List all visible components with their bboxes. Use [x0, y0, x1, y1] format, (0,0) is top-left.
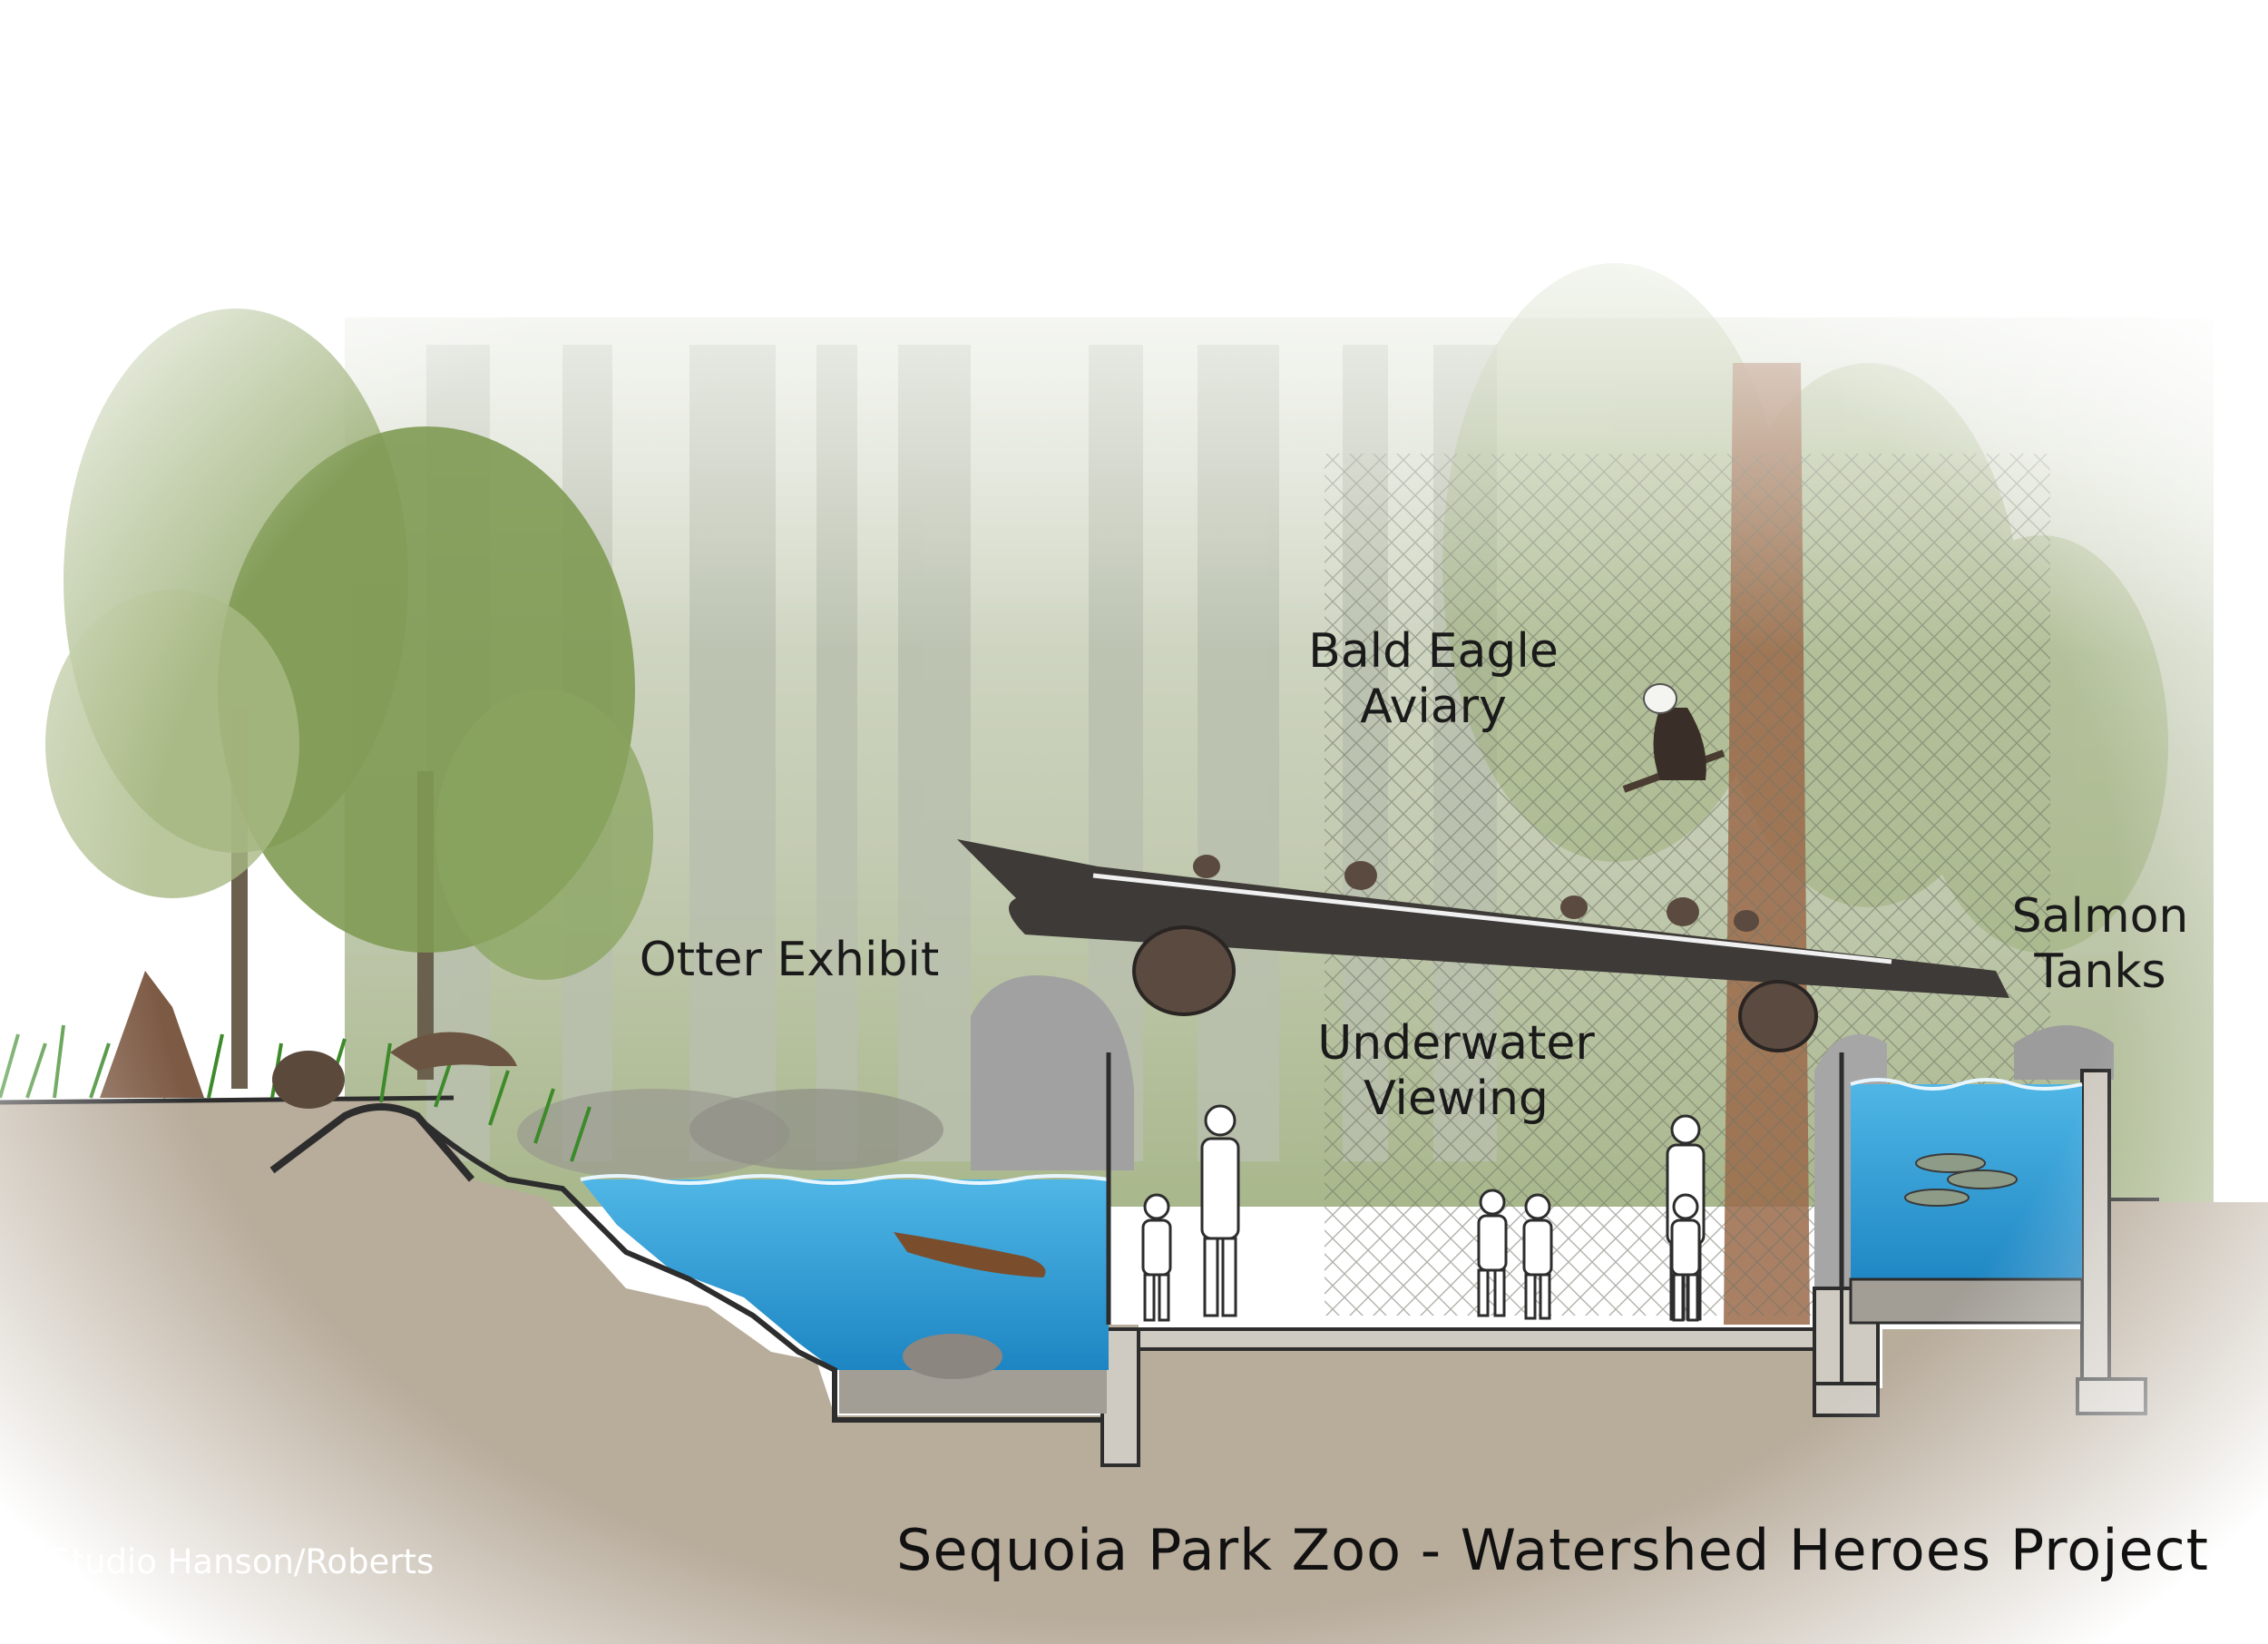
salmon-line1: Salmon: [2011, 889, 2189, 944]
otter-exhibit-label: Otter Exhibit: [635, 933, 943, 988]
underwater-viewing-label: Underwater Viewing: [1288, 1016, 1624, 1128]
bald-eagle-aviary-label: Bald Eagle Aviary: [1270, 624, 1597, 736]
underwater-line1: Underwater: [1317, 1016, 1595, 1071]
bald-eagle-line2: Aviary: [1360, 680, 1507, 735]
project-title: Sequoia Park Zoo - Watershed Heroes Proj…: [895, 1517, 2209, 1583]
salmon-tank: [1849, 1078, 2084, 1325]
bald-eagle-line1: Bald Eagle: [1308, 624, 1559, 679]
underwater-line2: Viewing: [1364, 1072, 1549, 1127]
studio-credit: Studio Hanson/Roberts: [50, 1542, 435, 1581]
otter-exhibit-text: Otter Exhibit: [639, 933, 940, 987]
salmon-tanks-label: Salmon Tanks: [1978, 889, 2223, 1001]
salmon-line2: Tanks: [2034, 944, 2166, 1000]
